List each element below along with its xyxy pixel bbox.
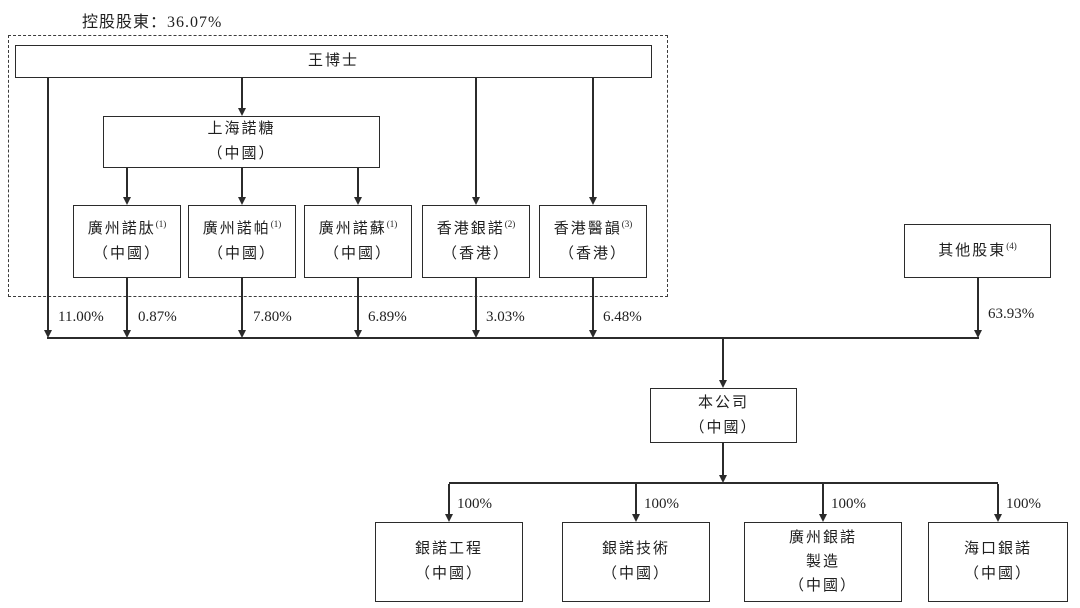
node-haikou-yinnuo-region: （中國） [963,566,1032,582]
node-haikou-yinnuo-name: 海口銀諾 [963,541,1032,557]
arrow-down-icon [237,197,246,205]
connector-vline [475,278,477,331]
pct-hongkong-yinnuo: 3.03% [486,309,525,325]
node-yinnuo-engineering-name: 銀諾工程 [414,541,483,557]
node-guangzhou-nuotai-name: 廣州諾肽 [87,220,156,237]
node-guangzhou-nuopa-name: 廣州諾帕 [202,220,271,237]
node-yinnuo-engineering-region: （中國） [414,566,483,582]
node-guangzhou-nuotai-region: （中國） [92,245,161,262]
arrow-down-icon [353,197,362,205]
pct-wang-direct: 11.00% [58,309,104,325]
connector-vline [241,278,243,331]
arrow-down-icon [718,475,727,483]
node-shanghai-nuotang: 上海諾糖 （中國） [103,116,380,168]
node-hongkong-yinnuo-name: 香港銀諾 [436,220,505,237]
connector-vline [592,278,594,331]
arrow-down-icon [631,514,640,522]
node-guangzhou-nuopa-region: （中國） [207,245,276,262]
node-guangzhou-yinnuo-manufacturing-name2: 製造 [805,554,840,570]
footnote-ref: (1) [270,218,282,229]
connector-vline [241,168,243,198]
arrow-down-icon [973,330,982,338]
arrow-down-icon [471,197,480,205]
node-yinnuo-technology-name: 銀諾技術 [601,541,670,557]
node-shanghai-nuotang-name: 上海諾糖 [207,121,276,137]
arrow-down-icon [353,330,362,338]
node-haikou-yinnuo: 海口銀諾 （中國） [928,522,1068,602]
node-yinnuo-engineering: 銀諾工程 （中國） [375,522,523,602]
connector-vline [47,78,49,331]
pct-subsidiary-3: 100% [1006,496,1041,512]
arrow-down-icon [444,514,453,522]
arrow-down-icon [237,108,246,116]
controlling-group-dashed-box [8,35,668,297]
footnote-ref: (1) [155,218,167,229]
footnote-ref: (1) [386,218,398,229]
arrow-down-icon [237,330,246,338]
arrow-down-icon [588,197,597,205]
node-guangzhou-nuosu: 廣州諾蘇(1) （中國） [304,205,412,278]
node-guangzhou-nuotai: 廣州諾肽(1) （中國） [73,205,181,278]
connector-vline [126,278,128,331]
node-the-company-name: 本公司 [697,394,749,411]
connector-vline [592,78,594,198]
node-hongkong-yiyun-region: （香港） [558,245,627,262]
arrow-down-icon [588,330,597,338]
connector-vline [357,278,359,331]
footnote-ref: (4) [1006,240,1017,251]
pct-subsidiary-2: 100% [831,496,866,512]
arrow-down-icon [471,330,480,338]
connector-vline [475,78,477,198]
connector-hline [449,482,998,484]
node-guangzhou-nuopa: 廣州諾帕(1) （中國） [188,205,296,278]
arrow-down-icon [122,330,131,338]
node-hongkong-yinnuo-region: （香港） [441,245,510,262]
arrow-down-icon [993,514,1002,522]
pct-guangzhou-nuosu: 6.89% [368,309,407,325]
footnote-ref: (3) [621,218,633,229]
node-yinnuo-technology-region: （中國） [601,566,670,582]
pct-other-shareholders: 63.93% [988,306,1035,322]
node-dr-wang: 王博士 [15,45,652,78]
node-guangzhou-nuosu-region: （中國） [323,245,392,262]
pct-guangzhou-nuopa: 7.80% [253,309,292,325]
footnote-ref: (2) [504,218,516,229]
node-hongkong-yinnuo: 香港銀諾(2) （香港） [422,205,530,278]
node-guangzhou-yinnuo-manufacturing-region: （中國） [788,578,857,594]
controlling-shareholders-label: 控股股東：36.07% [82,14,223,31]
node-guangzhou-yinnuo-manufacturing: 廣州銀諾 製造 （中國） [744,522,902,602]
pct-guangzhou-nuotai: 0.87% [138,309,177,325]
connector-vline [357,168,359,198]
pct-hongkong-yiyun: 6.48% [603,309,642,325]
node-hongkong-yiyun-name: 香港醫韻 [553,220,622,237]
connector-vline [635,484,637,515]
node-yinnuo-technology: 銀諾技術 （中國） [562,522,710,602]
node-shanghai-nuotang-region: （中國） [207,146,276,162]
node-dr-wang-label: 王博士 [307,53,359,69]
node-hongkong-yiyun: 香港醫韻(3) （香港） [539,205,647,278]
connector-vline [977,278,979,331]
node-guangzhou-yinnuo-manufacturing-name: 廣州銀諾 [788,530,857,546]
arrow-down-icon [818,514,827,522]
arrow-down-icon [122,197,131,205]
arrow-down-icon [43,330,52,338]
connector-vline [722,339,724,381]
connector-vline [126,168,128,198]
node-the-company: 本公司 （中國） [650,388,797,443]
connector-vline [822,484,824,515]
pct-subsidiary-0: 100% [457,496,492,512]
node-guangzhou-nuosu-name: 廣州諾蘇 [318,220,387,237]
connector-vline [448,484,450,515]
connector-vline [241,78,243,109]
connector-hline [47,337,979,339]
connector-vline [722,443,724,476]
node-the-company-region: （中國） [689,419,758,436]
pct-subsidiary-1: 100% [644,496,679,512]
connector-vline [997,484,999,515]
arrow-down-icon [718,380,727,388]
node-other-shareholders-name: 其他股東 [938,242,1007,259]
node-other-shareholders: 其他股東(4) [904,224,1051,278]
